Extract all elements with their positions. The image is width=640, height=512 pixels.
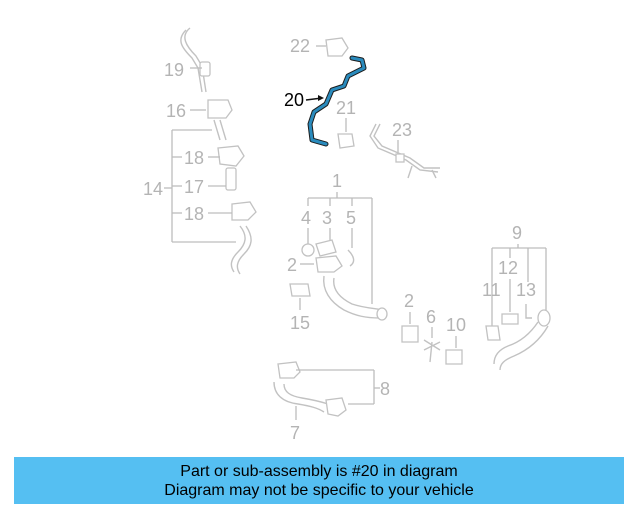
callout-13: 13: [516, 280, 536, 300]
clamp-21: [337, 133, 355, 149]
callout-14: 14: [143, 179, 163, 199]
callout-1: 1: [332, 171, 342, 191]
banner-line-2: Diagram may not be specific to your vehi…: [164, 481, 474, 499]
clamp-15: [289, 283, 311, 297]
callout-9: 9: [512, 223, 522, 243]
callout-3: 3: [322, 208, 332, 228]
callout-12: 12: [498, 258, 518, 278]
clamp-22: [325, 37, 349, 57]
callout-17: 17: [184, 177, 204, 197]
callout-6: 6: [426, 307, 436, 327]
callout-22: 22: [290, 36, 310, 56]
callout-8: 8: [380, 379, 390, 399]
callout-4: 4: [301, 208, 311, 228]
callout-18a: 18: [184, 148, 204, 168]
callout-11: 11: [482, 280, 501, 300]
hose-1: [323, 275, 388, 321]
callout-2b: 2: [404, 291, 414, 311]
callout-10: 10: [446, 315, 466, 335]
hose-9: [493, 309, 551, 371]
callout-23: 23: [392, 120, 412, 140]
callout-5: 5: [346, 208, 356, 228]
callout-2a: 2: [287, 255, 297, 275]
pipe-23: [369, 123, 440, 179]
callout-16: 16: [166, 101, 186, 121]
left-hose-assembly: [180, 27, 257, 275]
banner-line-1: Part or sub-assembly is #20 in diagram: [180, 462, 458, 480]
part-20-hose[interactable]: [307, 55, 367, 147]
callout-19: 19: [164, 60, 184, 80]
callout-7: 7: [290, 423, 300, 443]
callout-20: 20: [284, 90, 304, 110]
info-banner: Part or sub-assembly is #20 in diagram D…: [14, 457, 624, 504]
callout-15: 15: [290, 313, 310, 333]
callout-18b: 18: [184, 204, 204, 224]
callout-21: 21: [336, 98, 356, 118]
hose-7: [273, 381, 329, 413]
